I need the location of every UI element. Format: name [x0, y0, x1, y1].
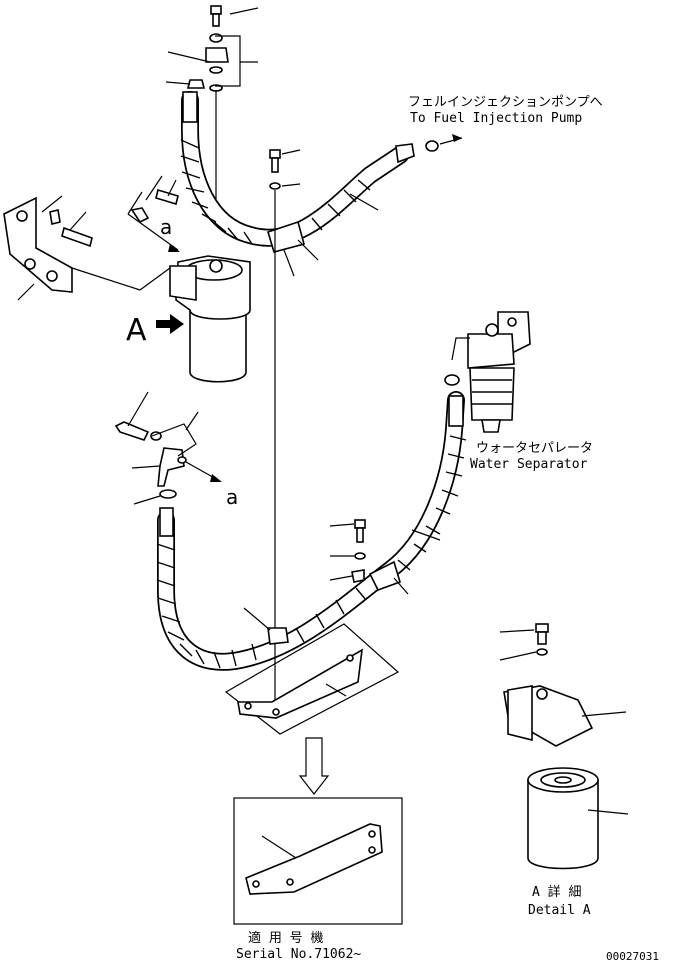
- serial-label-en: Serial No.71062~: [236, 947, 361, 962]
- view-a-label: A: [126, 313, 147, 348]
- top-banjo-assembly: [165, 5, 259, 210]
- clamp-plate-current: [224, 607, 400, 735]
- water-separator: [451, 311, 531, 433]
- ref-a-upper: a: [160, 215, 172, 239]
- fuel-filter-left: [127, 175, 251, 383]
- detail-a-label-en: Detail A: [528, 903, 591, 918]
- water-separator-label-en: Water Separator: [470, 457, 588, 472]
- down-arrow-icon: [298, 737, 330, 795]
- detail-a-assembly: [499, 623, 629, 870]
- left-bracket: [3, 195, 171, 301]
- clamp-plate-serial: [233, 797, 403, 925]
- lower-banjo-assembly: [114, 391, 222, 505]
- drawing-number: 00027031: [606, 950, 659, 963]
- upper-fuel-hose: [180, 91, 463, 277]
- water-separator-label-jp: ウォータセパレータ: [476, 441, 593, 456]
- lower-fuel-hose: [156, 374, 467, 671]
- to-pump-label-jp: フェルインジェクションポンプへ: [408, 95, 603, 110]
- serial-label-jp: 適 用 号 機: [248, 930, 323, 946]
- detail-a-label-jp: A 詳 細: [532, 884, 581, 900]
- to-pump-label-en: To Fuel Injection Pump: [410, 111, 582, 126]
- ref-a-lower: a: [226, 485, 238, 509]
